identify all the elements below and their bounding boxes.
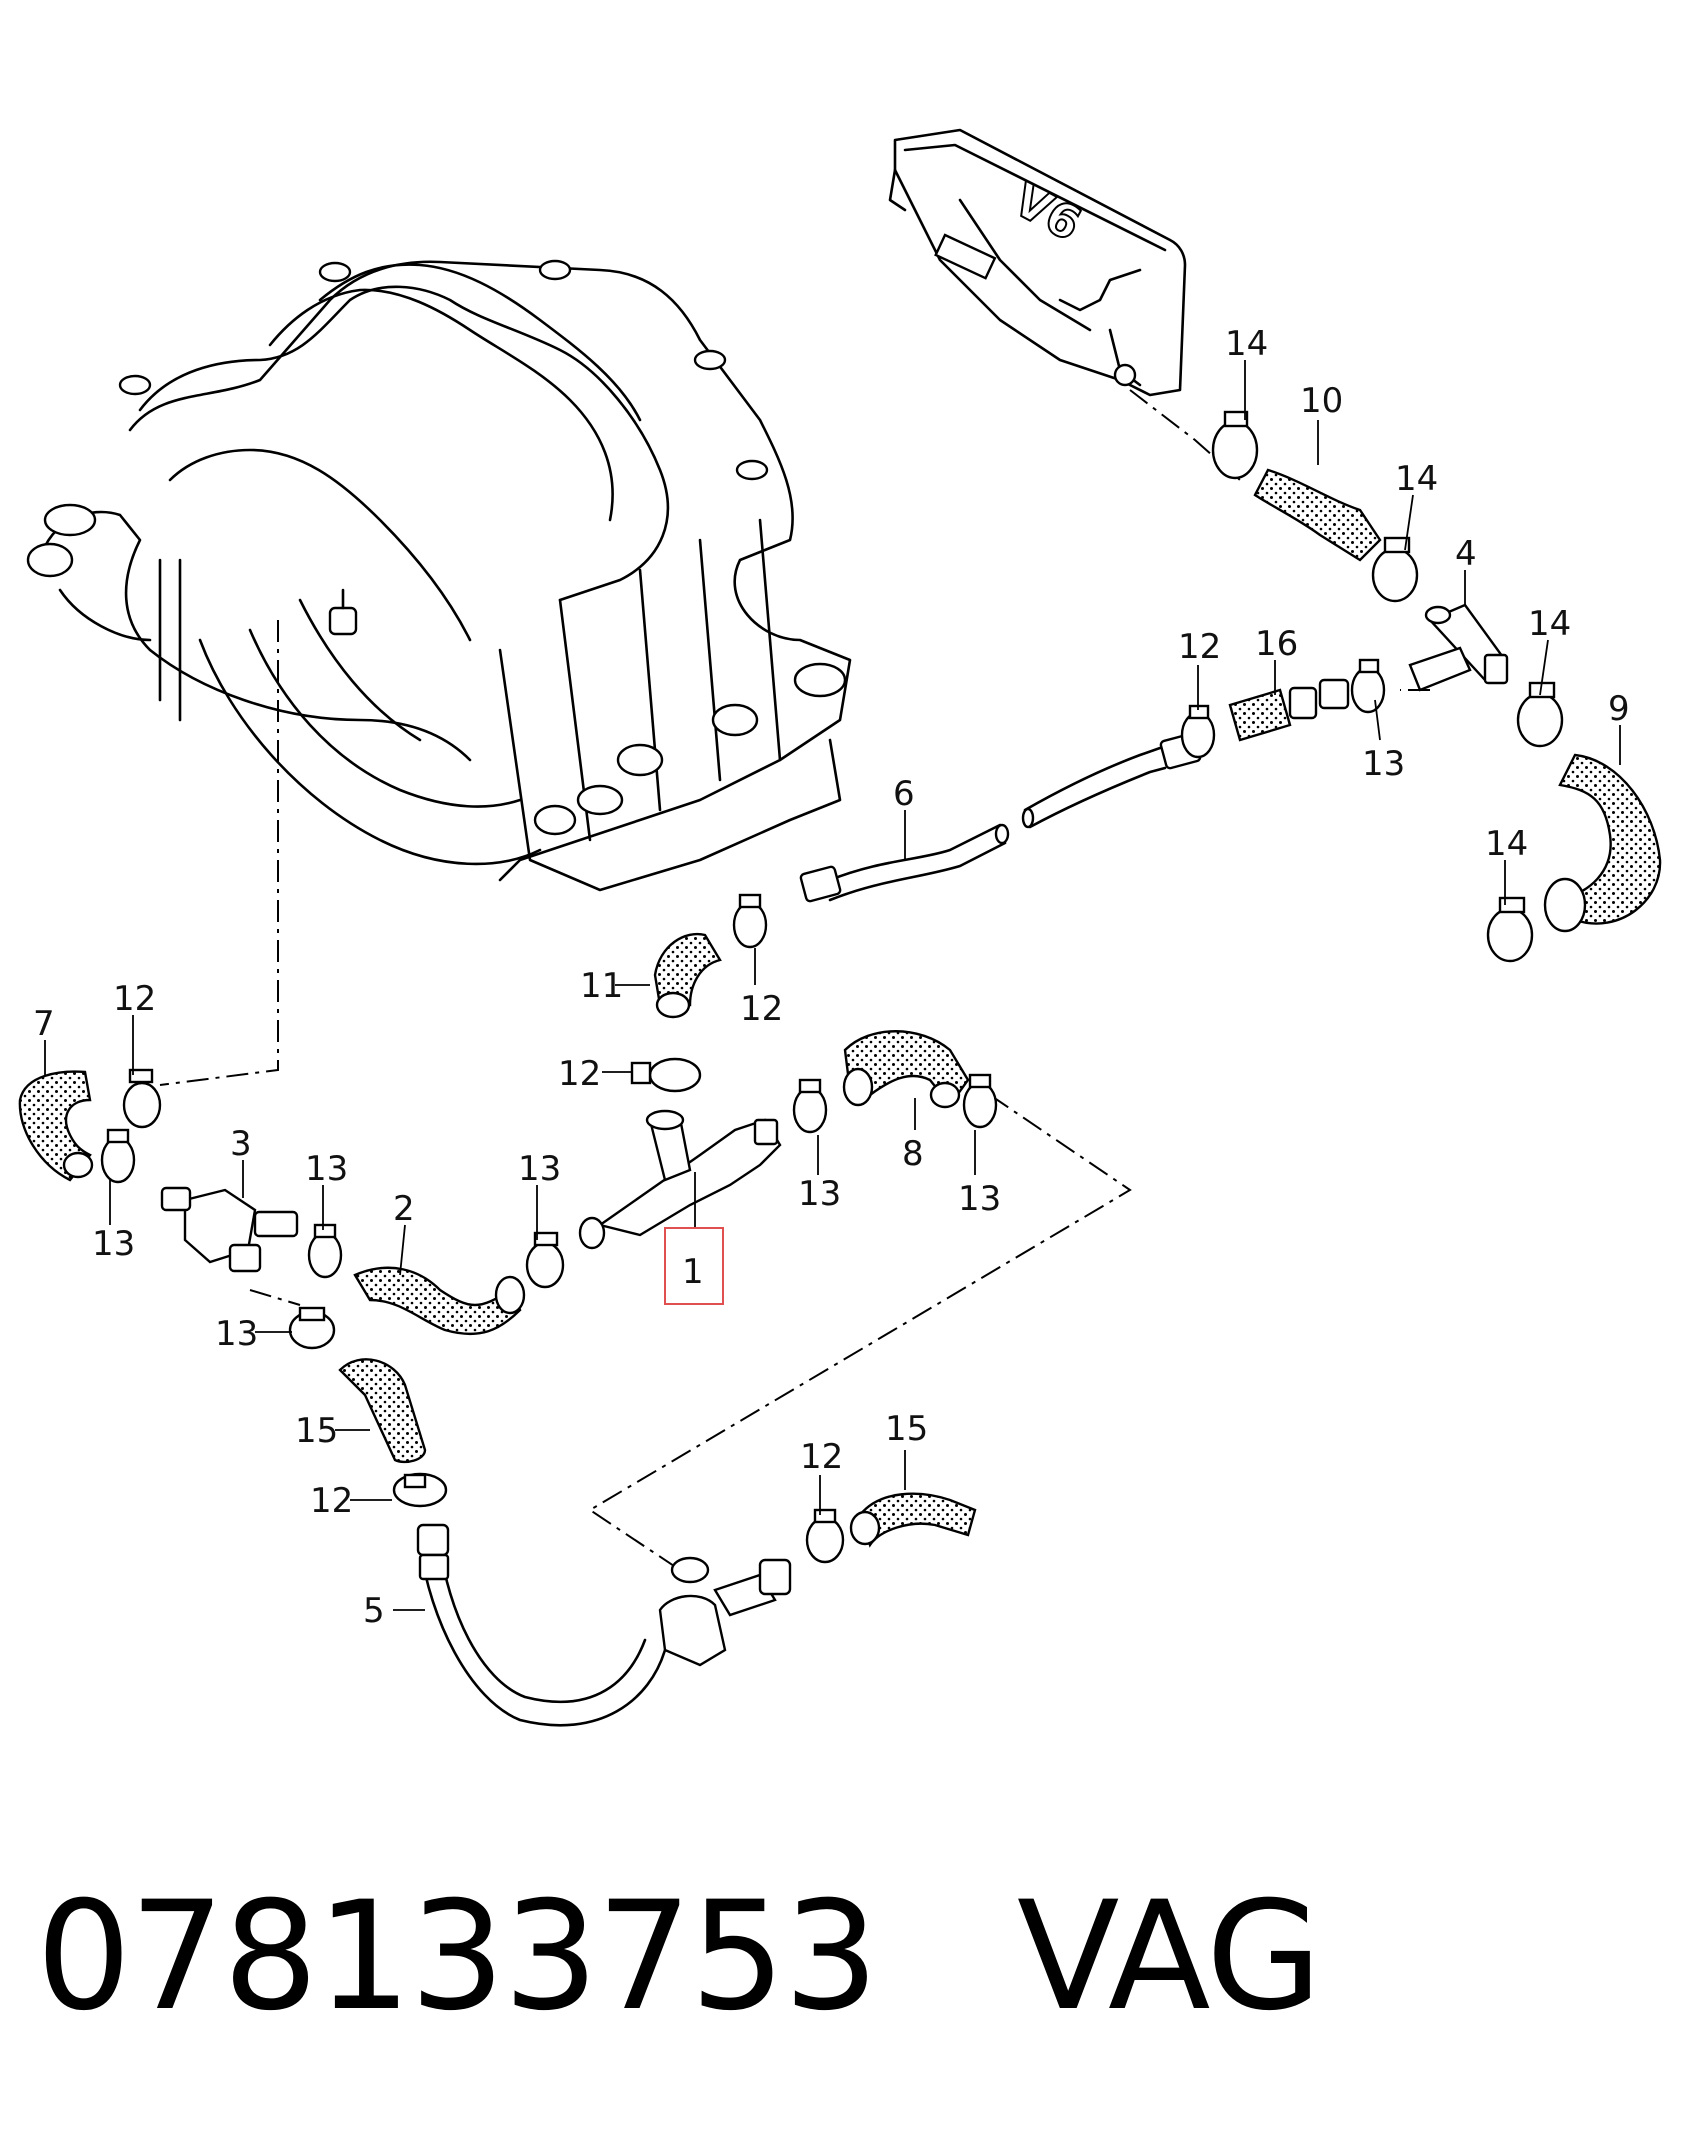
callout-12: 12	[310, 1481, 353, 1521]
callout-15: 15	[885, 1409, 928, 1449]
part-info-footer: 078133753 VAG	[36, 1870, 1322, 2044]
connection-lines	[159, 389, 1430, 1571]
t-piece-1	[578, 1109, 782, 1250]
hose-9	[1543, 753, 1662, 933]
callout-13: 13	[92, 1224, 135, 1264]
callout-12: 12	[740, 989, 783, 1029]
hose-11	[653, 932, 722, 1019]
sleeve-16	[1228, 678, 1350, 742]
part-number: 078133753	[36, 1870, 879, 2044]
callout-1: 1	[682, 1252, 704, 1292]
connector-4	[1408, 603, 1509, 692]
callout-13: 13	[305, 1149, 348, 1189]
t-piece-lower	[658, 1556, 792, 1667]
callout-3: 3	[230, 1124, 252, 1164]
intake-manifold	[26, 259, 852, 892]
hose-10	[1253, 468, 1382, 562]
callout-16: 16	[1255, 624, 1298, 664]
callout-10: 10	[1300, 381, 1343, 421]
callout-13: 13	[215, 1314, 258, 1354]
hose-7	[18, 1070, 94, 1182]
hose-15-left	[338, 1358, 427, 1464]
callout-13: 13	[518, 1149, 561, 1189]
callout-12: 12	[558, 1054, 601, 1094]
callout-2: 2	[393, 1189, 415, 1229]
pipe-5	[416, 1523, 667, 1727]
valve-3	[160, 1186, 299, 1273]
hose-8	[842, 1030, 970, 1109]
parts-diagram: V6	[18, 128, 1662, 1727]
clamps	[100, 410, 1564, 1564]
engine-badge: V6	[1005, 172, 1090, 251]
callout-6: 6	[893, 774, 915, 814]
callout-9: 9	[1608, 689, 1630, 729]
hose-15-right	[849, 1492, 977, 1548]
brand-name: VAG	[1016, 1870, 1322, 2044]
callout-7: 7	[33, 1004, 55, 1044]
engine-cover: V6	[888, 128, 1187, 397]
callout-14: 14	[1485, 824, 1528, 864]
leader-lines	[44, 360, 1621, 1611]
callout-14: 14	[1225, 324, 1268, 364]
callout-14: 14	[1528, 604, 1571, 644]
callout-4: 4	[1455, 534, 1477, 574]
callout-12: 12	[800, 1437, 843, 1477]
callout-13: 13	[958, 1179, 1001, 1219]
pipe-6	[799, 732, 1202, 903]
callout-15: 15	[295, 1411, 338, 1451]
callout-labels: 14 10 14 4 14 9 14 12 16 13 6 11 12 12 7…	[33, 324, 1630, 1631]
callout-12: 12	[1178, 627, 1221, 667]
callout-13: 13	[1362, 744, 1405, 784]
callout-11: 11	[580, 966, 623, 1006]
callout-14: 14	[1395, 459, 1438, 499]
callout-5: 5	[363, 1591, 385, 1631]
part-1-highlight	[664, 1227, 724, 1305]
callout-13: 13	[798, 1174, 841, 1214]
hose-2	[353, 1266, 526, 1336]
callout-12: 12	[113, 979, 156, 1019]
callout-8: 8	[902, 1134, 924, 1174]
